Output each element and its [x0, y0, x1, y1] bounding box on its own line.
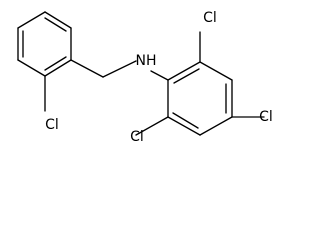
ortho-cl-bond-bottom-left [135, 116, 169, 136]
ring-bond [17, 11, 46, 29]
benzyl-ch2-bond [70, 59, 104, 78]
ch2-n-bond [102, 60, 137, 78]
right-benzene-ring [167, 61, 233, 136]
ring-bond [17, 59, 46, 77]
chlorine-label-left-ring: Cl [45, 117, 59, 133]
ring-double-bond-inner [44, 56, 67, 71]
ring-bond [44, 11, 72, 29]
nh-label: NH [136, 53, 157, 69]
n-aryl-bond [150, 70, 169, 81]
ring-bond [167, 61, 201, 81]
ring-bond [167, 116, 201, 136]
ring-double-bond-inner [172, 112, 199, 129]
ring-bond [199, 61, 233, 81]
chlorine-label-top: Cl [203, 10, 217, 26]
ring-double-bond-inner [44, 17, 67, 32]
ring-bond [44, 59, 72, 77]
ring-bond [199, 116, 233, 136]
structure-canvas: NH Cl Cl Cl Cl [17, 10, 273, 145]
chlorine-label-bottom-right: Cl [259, 109, 273, 125]
chlorine-label-bottom-left: Cl [130, 129, 144, 145]
left-benzene-ring [17, 11, 72, 77]
ring-double-bond-inner [173, 68, 200, 84]
molecule-diagram: NH Cl Cl Cl Cl [17, 10, 273, 145]
